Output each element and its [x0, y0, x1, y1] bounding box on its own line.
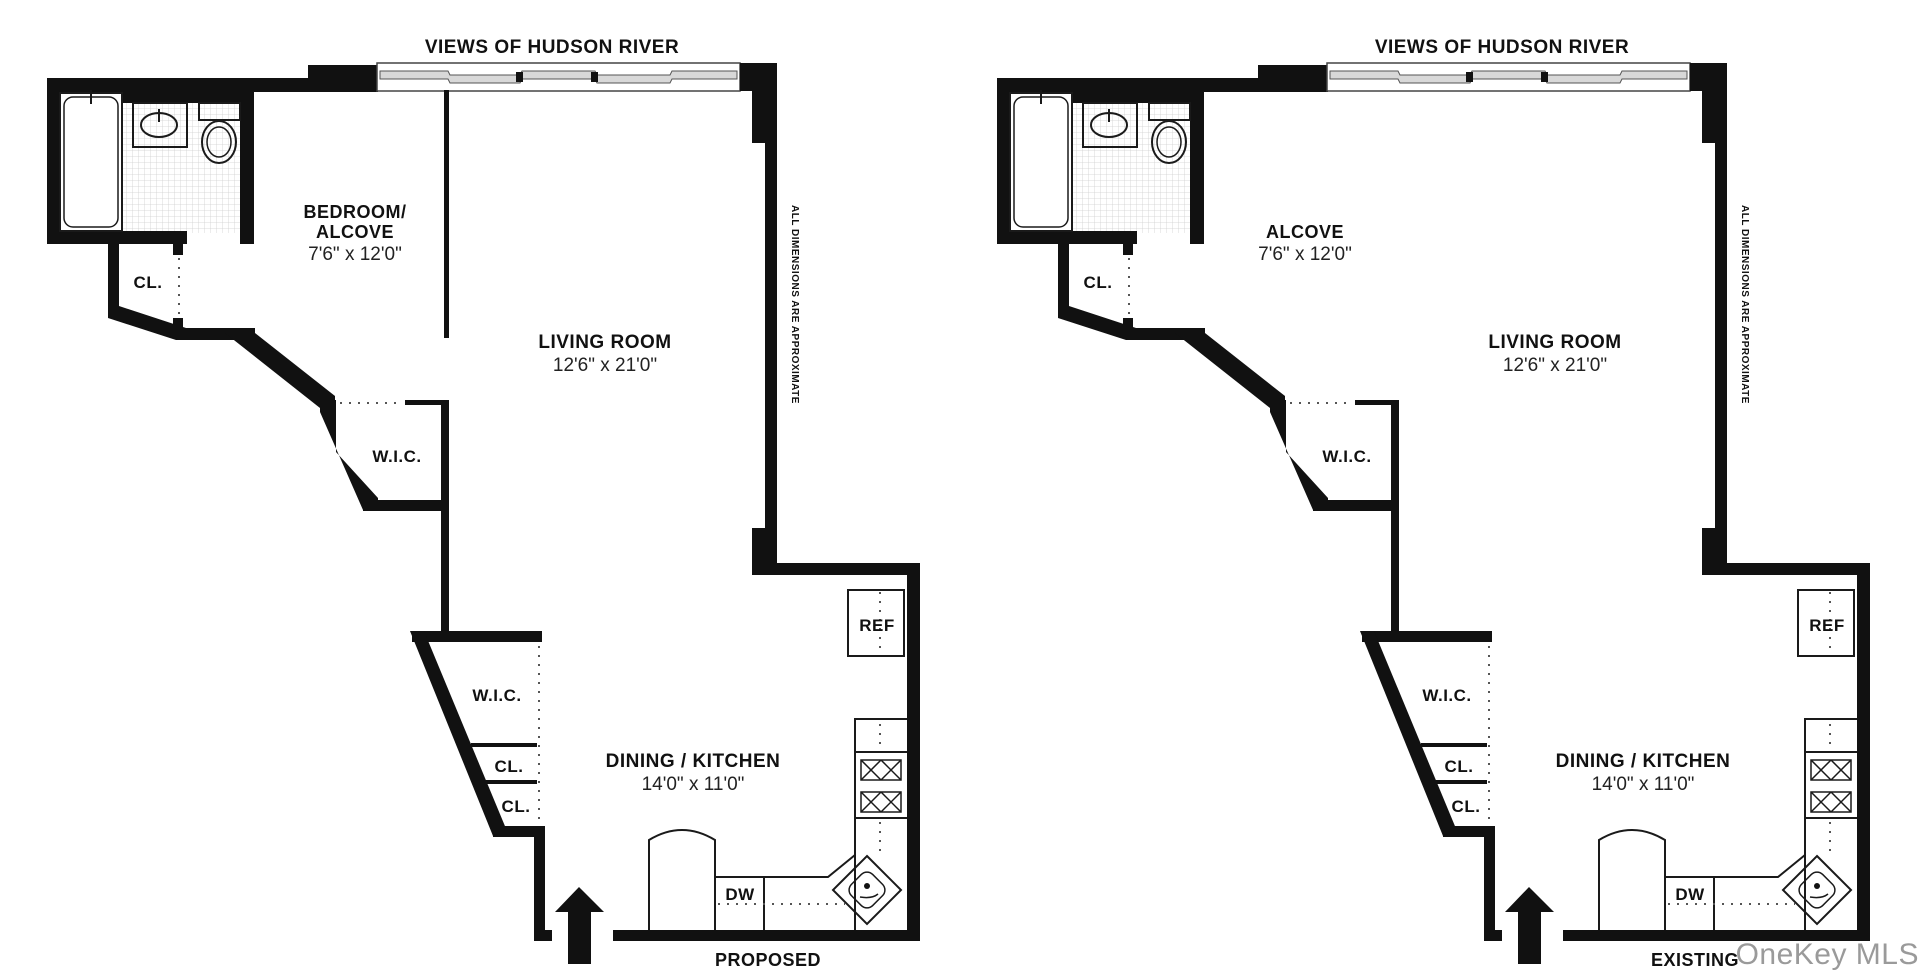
wic-label-lower: W.I.C. — [1422, 686, 1471, 705]
alcove-dimensions: 7'6" x 12'0" — [1258, 244, 1352, 265]
plan-caption: PROPOSED — [715, 950, 821, 970]
closet-label-low: CL. — [1452, 797, 1481, 816]
living-room-dimensions: 12'6" x 21'0" — [1503, 355, 1607, 376]
alcove-label-line1: BEDROOM/ — [304, 202, 407, 222]
view-label: VIEWS OF HUDSON RIVER — [425, 37, 679, 58]
living-room-dimensions: 12'6" x 21'0" — [553, 355, 657, 376]
closet-label-low: CL. — [502, 797, 531, 816]
view-label: VIEWS OF HUDSON RIVER — [1375, 37, 1629, 58]
watermark: OneKey MLS — [1735, 938, 1919, 971]
kitchen-label: DINING / KITCHEN — [1556, 751, 1731, 772]
wic-label-upper: W.I.C. — [1322, 447, 1371, 466]
closet-label-mid: CL. — [1445, 757, 1474, 776]
dishwasher-label: DW — [725, 885, 755, 904]
plan-proposed: VIEWS OF HUDSON RIVER BEDROOM/ ALCOVE 7'… — [46, 37, 921, 970]
alcove-dimensions: 7'6" x 12'0" — [308, 244, 402, 265]
plan-caption: EXISTING — [1651, 950, 1739, 970]
refrigerator-label: REF — [859, 616, 895, 635]
wic-label-lower: W.I.C. — [472, 686, 521, 705]
living-room-label: LIVING ROOM — [538, 332, 671, 353]
wic-label-upper: W.I.C. — [372, 447, 421, 466]
dimensions-note: ALL DIMENSIONS ARE APPROXIMATE — [789, 205, 800, 404]
dishwasher-label: DW — [1675, 885, 1705, 904]
dimensions-note: ALL DIMENSIONS ARE APPROXIMATE — [1739, 205, 1750, 404]
plan-existing: VIEWS OF HUDSON RIVER ALCOVE 7'6" x 12'0… — [996, 37, 1871, 970]
alcove-label-line2: ALCOVE — [1266, 222, 1344, 242]
living-room-label: LIVING ROOM — [1488, 332, 1621, 353]
new-partition-wall — [444, 90, 449, 338]
plan-walls-existing — [996, 62, 1871, 965]
refrigerator-label: REF — [1809, 616, 1845, 635]
kitchen-dimensions: 14'0" x 11'0" — [1592, 774, 1695, 795]
alcove-label-line2: ALCOVE — [316, 222, 394, 242]
kitchen-dimensions: 14'0" x 11'0" — [642, 774, 745, 795]
closet-label: CL. — [134, 273, 163, 292]
plan-walls-proposed — [46, 62, 921, 965]
closet-label: CL. — [1084, 273, 1113, 292]
closet-label-mid: CL. — [495, 757, 524, 776]
kitchen-label: DINING / KITCHEN — [606, 751, 781, 772]
